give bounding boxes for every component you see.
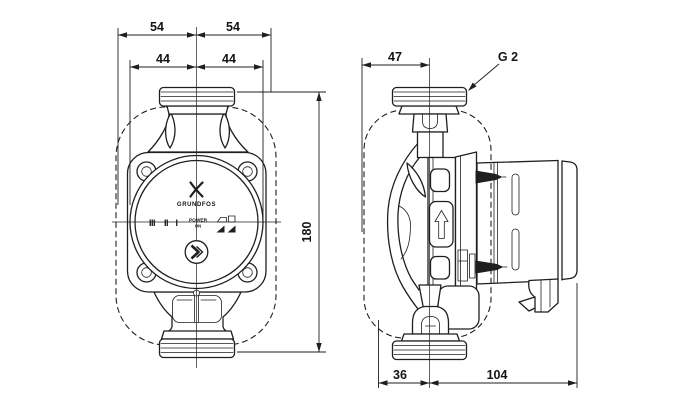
dim-width-outer: 54 54 [117,20,272,205]
front-upper-neck [147,112,249,153]
side-pump-head [427,151,508,294]
dim-36-label: 36 [393,368,407,382]
front-bottom-port [158,330,236,359]
brand-label: GRUNDFOS [177,202,216,208]
grundfos-logo-icon [189,181,204,198]
side-bottom-dome [411,305,450,335]
clamp-tab-top [429,168,451,193]
constant-pressure-icon [228,215,236,223]
vent-slot-top [511,173,520,216]
side-motor-body [476,159,578,313]
speed-3-indicator: III [149,218,155,228]
proportional-pressure-icon [217,217,227,223]
speed-2-indicator: II [164,218,168,228]
dim-height: 180 [237,91,326,353]
dim-47-label: 47 [388,50,402,64]
front-lower-neck [153,291,242,334]
front-right-horn [219,112,231,149]
vent-slot-bottom [511,228,520,271]
clamp-tab-bottom [429,255,451,280]
speed-1-indicator: I [175,218,177,228]
cable-plug [518,278,559,313]
pressure-led-right-icon [227,225,236,233]
push-button-icon [184,240,209,264]
dim-104-label: 104 [487,368,508,382]
flow-direction-arrow-icon [428,200,454,248]
dim-44-right-label: 44 [222,52,236,66]
terminal-block [457,249,468,282]
power-label: POWER [189,218,208,224]
front-view: GRUNDFOS III II I POWER ON [112,20,326,368]
side-top-neck [411,113,449,159]
dim-54-left-label: 54 [150,20,164,34]
control-panel: GRUNDFOS III II I POWER ON [149,181,236,264]
thread-callout: G 2 [468,50,518,91]
dim-180-label: 180 [300,222,314,243]
dim-depth: 36 104 [378,283,578,388]
side-bottom-neck [411,284,450,335]
pressure-led-left-icon [216,225,225,233]
front-left-horn [164,112,176,149]
dim-54-right-label: 54 [226,20,240,34]
power-on-label: ON [195,224,201,229]
terminal-pin-bottom-icon [475,260,504,274]
side-volute-outline [386,141,427,310]
g2-thread-label: G 2 [498,50,518,64]
side-view: 47 G 2 36 104 [361,50,578,388]
terminal-pin-top-icon [475,170,503,184]
dim-width-inner: 44 44 [129,52,264,220]
dim-44-left-label: 44 [156,52,170,66]
front-top-port [158,86,236,115]
dim-port-offset: 47 [361,50,430,232]
